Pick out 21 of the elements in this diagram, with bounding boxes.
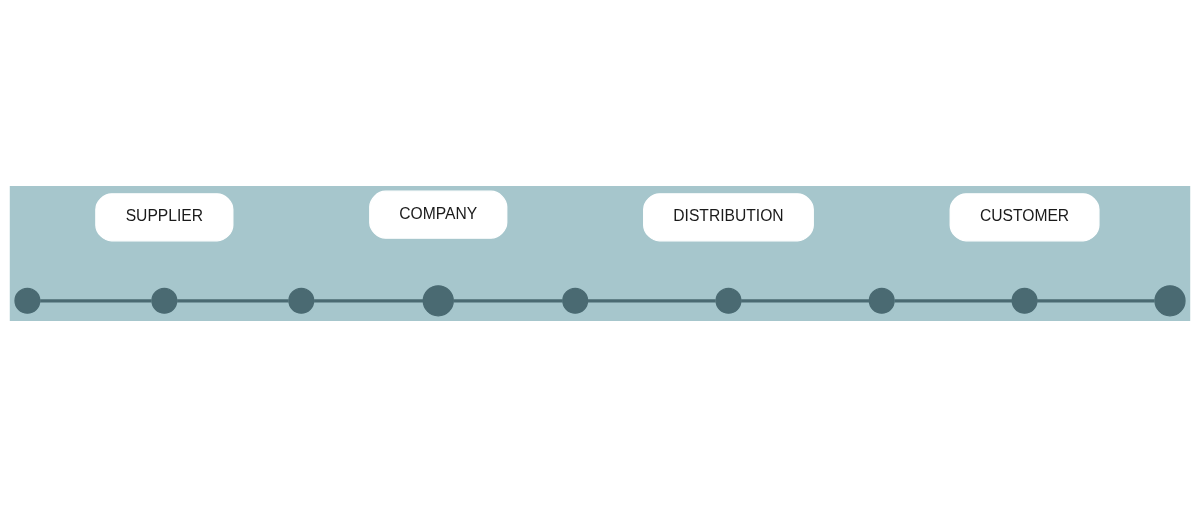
node-box: DISTRIBUTION [643, 193, 814, 242]
connector [587, 299, 716, 303]
node-circle [1011, 287, 1038, 314]
node-circle [715, 287, 742, 314]
connector [894, 299, 1012, 303]
node-circle [422, 285, 454, 317]
connector [40, 299, 152, 303]
node-circle [868, 287, 895, 314]
node-circle [14, 287, 41, 314]
node-box: CUSTOMER [949, 193, 1100, 242]
node-circle [1154, 285, 1186, 317]
node-box: COMPANY [369, 190, 508, 239]
connector [177, 299, 289, 303]
node-circle [562, 287, 589, 314]
connector [314, 299, 424, 303]
connector [741, 299, 869, 303]
node-circle [288, 287, 315, 314]
connector [1037, 299, 1155, 303]
node-circle [151, 287, 178, 314]
connector [453, 299, 563, 303]
node-box: SUPPLIER [95, 193, 234, 242]
